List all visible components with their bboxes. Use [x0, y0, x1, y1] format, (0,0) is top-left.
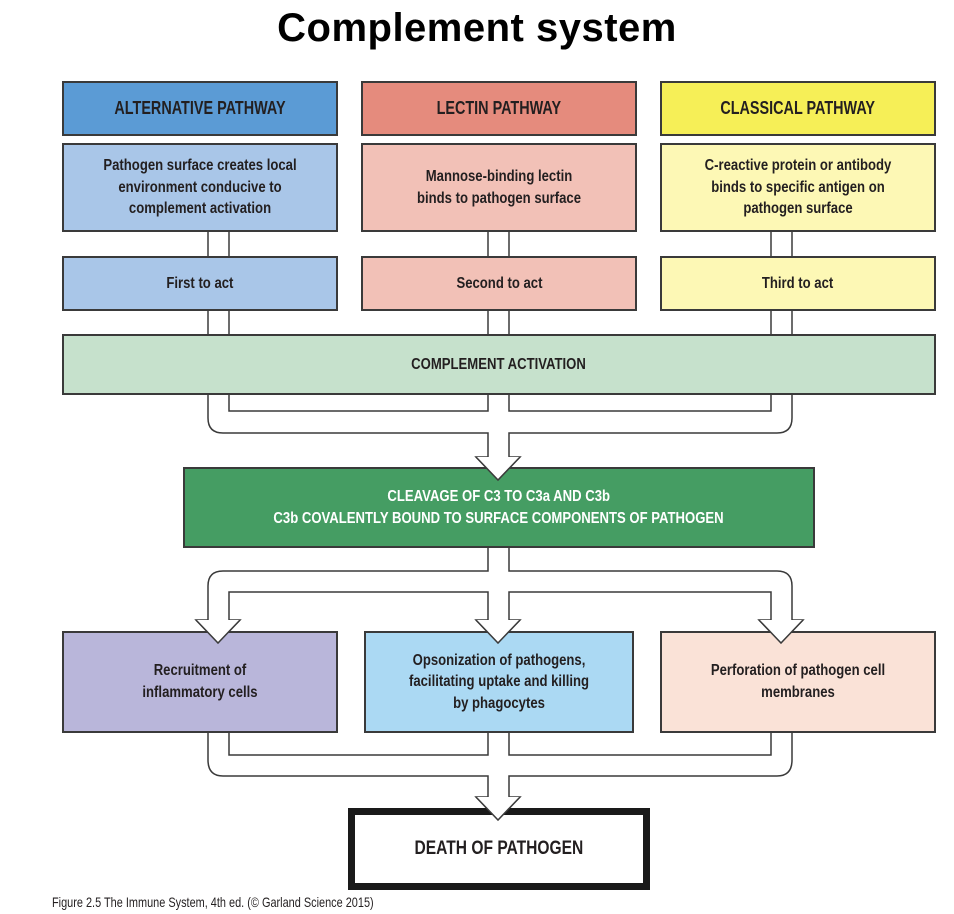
- classical-pathway-description: C-reactive protein or antibody binds to …: [660, 143, 936, 232]
- lectin-pathway-description: Mannose-binding lectin binds to pathogen…: [361, 143, 637, 232]
- outcome-recruitment: Recruitment of inflammatory cells: [62, 631, 338, 733]
- cleavage-line-1: CLEAVAGE OF C3 TO C3a AND C3b: [387, 487, 611, 505]
- lectin-pathway-order: Second to act: [361, 256, 637, 311]
- cleavage-line-2: C3b COVALENTLY BOUND TO SURFACE COMPONEN…: [273, 509, 725, 527]
- lectin-pathway-header: LECTIN PATHWAY: [361, 81, 637, 136]
- pathway-connector-alternative: [207, 232, 230, 334]
- outcome-opsonization: Opsonization of pathogens, facilitating …: [364, 631, 634, 733]
- pathway-connector-classical: [770, 232, 793, 334]
- alternative-pathway-order: First to act: [62, 256, 338, 311]
- death-of-pathogen-box: DEATH OF PATHOGEN: [348, 808, 650, 890]
- diagram-title: Complement system: [277, 6, 677, 50]
- alternative-pathway-header: ALTERNATIVE PATHWAY: [62, 81, 338, 136]
- classical-pathway-header: CLASSICAL PATHWAY: [660, 81, 936, 136]
- alternative-pathway-description: Pathogen surface creates local environme…: [62, 143, 338, 232]
- classical-pathway-order: Third to act: [660, 256, 936, 311]
- merge-arrow-outcomes: [207, 733, 793, 822]
- outcome-perforation: Perforation of pathogen cell membranes: [660, 631, 936, 733]
- pathway-connector-lectin: [487, 232, 510, 334]
- complement-activation-box: COMPLEMENT ACTIVATION: [62, 334, 936, 395]
- figure-caption: Figure 2.5 The Immune System, 4th ed. (©…: [52, 894, 374, 910]
- c3-cleavage-box: CLEAVAGE OF C3 TO C3a AND C3b C3b COVALE…: [183, 467, 815, 548]
- split-arrow-cleavage: [194, 548, 805, 645]
